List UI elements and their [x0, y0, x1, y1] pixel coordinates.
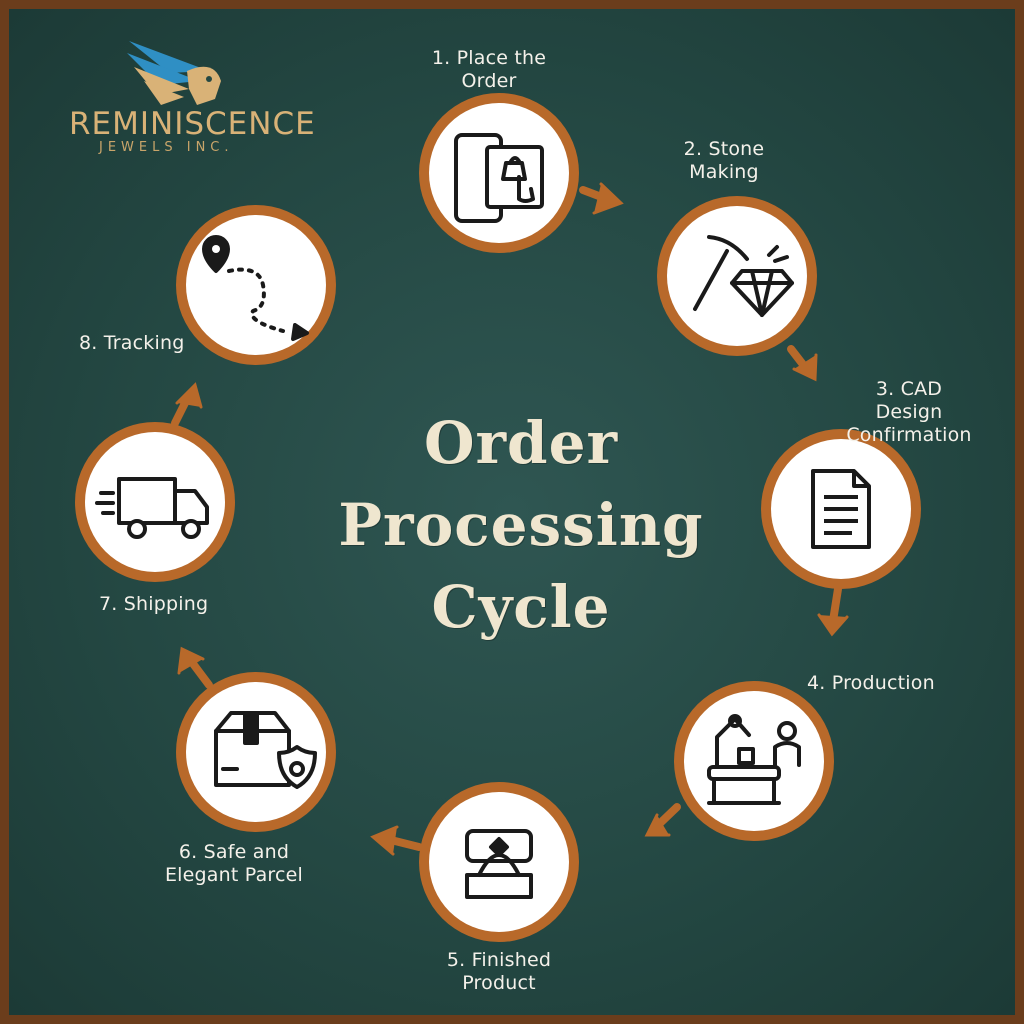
brand-logo-icon: [127, 41, 221, 105]
arrow-3-to-4: [817, 585, 849, 637]
arrow-5-to-6: [370, 825, 423, 856]
arrow-4-to-5: [644, 803, 681, 837]
pickaxe-diamond-icon: [693, 235, 794, 317]
ring-box-icon: [465, 829, 533, 899]
step-label-5: 5. Finished Product: [446, 949, 552, 994]
factory-worker-icon: [707, 714, 801, 805]
arrow-1-to-2: [579, 182, 624, 215]
step-node-5: [419, 782, 579, 942]
shopping-phone-icon: [454, 133, 544, 223]
document-icon: [811, 469, 871, 549]
step-node-2: [657, 196, 817, 356]
cycle-arrows: [171, 182, 849, 856]
step-node-6: [176, 672, 336, 832]
step-label-4: 4. Production: [807, 672, 935, 694]
step-label-8: 8. Tracking: [79, 332, 185, 354]
cycle-diagram: [75, 41, 921, 942]
step-node-8: [176, 205, 336, 365]
step-label-6: 6. Safe and Elegant Parcel: [164, 841, 304, 886]
step-node-3: [761, 429, 921, 589]
diagram-title-line-1: Order: [423, 409, 619, 477]
step-label-2: 2. Stone Making: [683, 138, 765, 183]
step-label-7: 7. Shipping: [99, 593, 209, 615]
brand-tagline: JEWELS INC.: [99, 140, 234, 155]
diagram-title-line-3: Cycle: [431, 573, 611, 641]
delivery-truck-icon: [95, 477, 209, 539]
arrow-2-to-3: [787, 345, 818, 382]
step-label-3: 3. CAD Design Confirmation: [846, 378, 972, 446]
step-node-4: [674, 681, 834, 841]
arrow-7-to-8: [171, 382, 203, 427]
arrow-6-to-7: [177, 646, 213, 689]
brand-name: REMINISCENCE: [69, 106, 316, 142]
step-node-1: [419, 93, 579, 253]
diagram-title-line-2: Processing: [338, 491, 704, 559]
step-label-1: 1. Place the Order: [431, 47, 547, 92]
step-node-7: [75, 422, 235, 582]
location-route-icon: [202, 235, 309, 341]
parcel-shield-icon: [214, 711, 317, 789]
